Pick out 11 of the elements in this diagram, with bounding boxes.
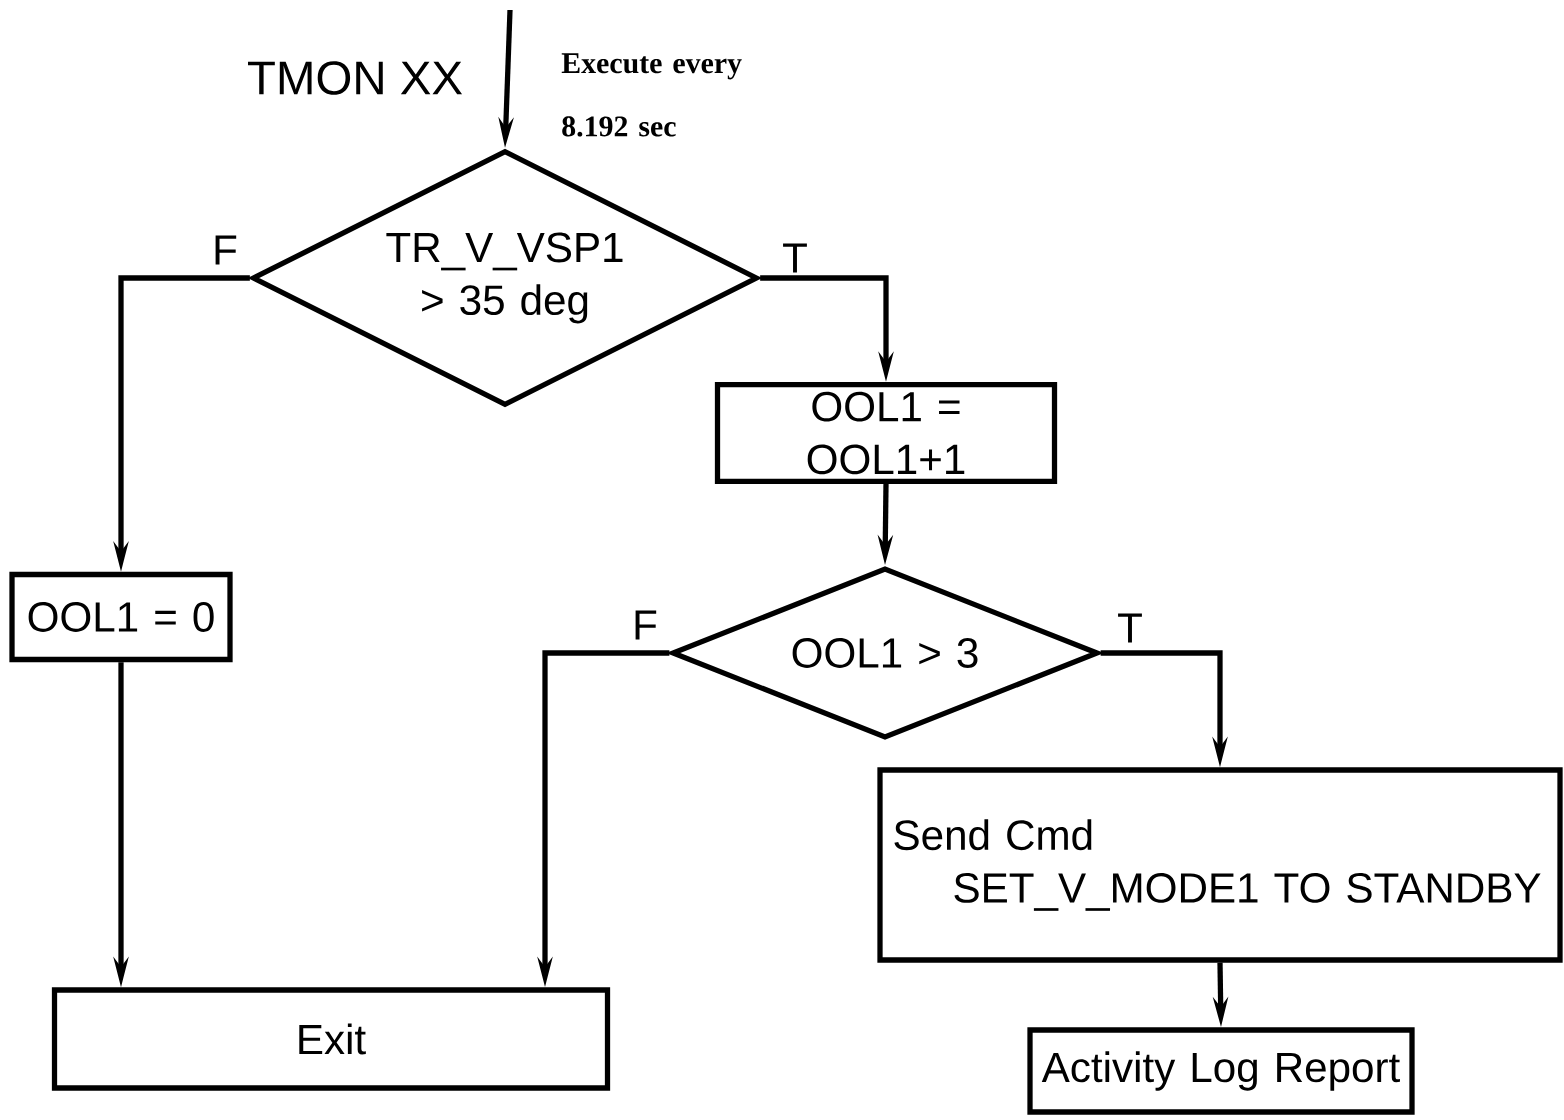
process-box: OOL1 = 0 <box>9 571 233 663</box>
process-box: OOL1 = OOL1+1 <box>714 382 1058 484</box>
process-box: Activity Log Report <box>1027 1027 1415 1115</box>
edge-label: T <box>783 243 807 273</box>
edge-label: F <box>215 235 237 265</box>
title: TMON XX <box>248 61 463 95</box>
process-box: Exit <box>51 987 611 1091</box>
edge-label: T <box>1118 613 1142 643</box>
process-box: Send Cmd SET_V_MODE1 TO STANDBY <box>877 767 1563 963</box>
edge-label: Execute every 8.192 sec <box>561 53 742 137</box>
edge-label: F <box>635 610 657 640</box>
